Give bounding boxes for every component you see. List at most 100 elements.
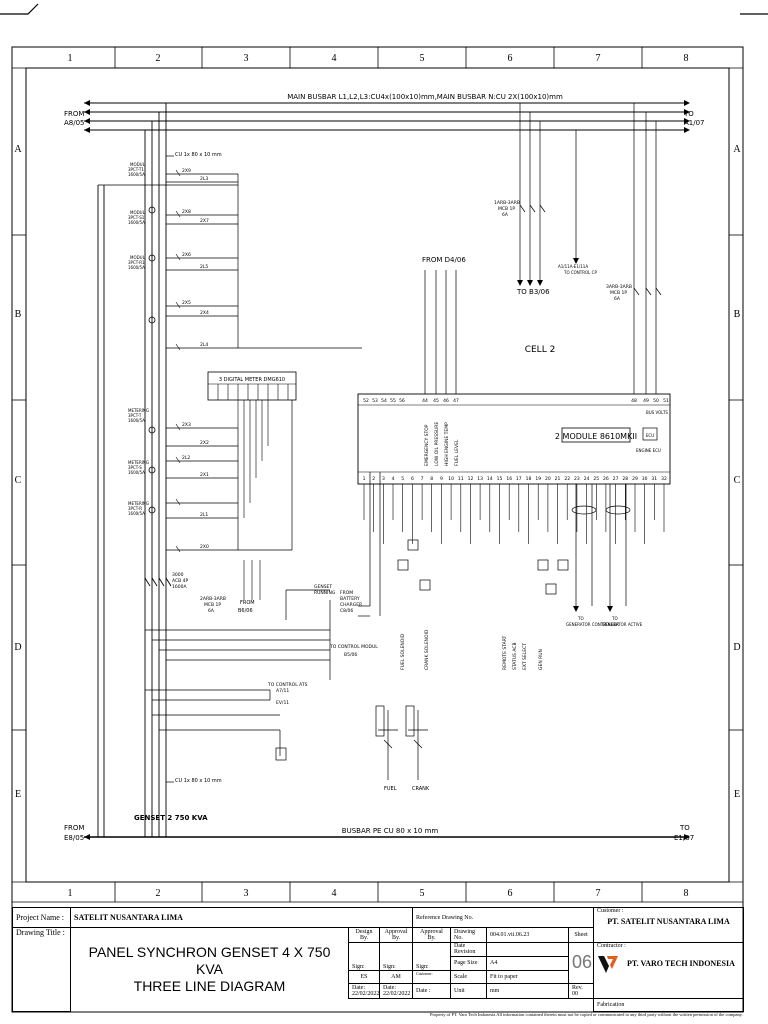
to-bottom-label: TO — [679, 824, 690, 832]
svg-text:1600A: 1600A — [172, 584, 187, 590]
svg-text:B5/06: B5/06 — [344, 652, 357, 658]
svg-text:METERING: METERING — [128, 408, 149, 413]
svg-text:3ARB-3ARB: 3ARB-3ARB — [606, 284, 632, 290]
to-bottom-ref: E1/07 — [674, 834, 694, 842]
title-block: Project Name : SATELIT NUSANTARA LIMA Re… — [12, 906, 744, 1013]
svg-text:2X0: 2X0 — [200, 544, 209, 550]
approval-by-label: Approval By. — [379, 927, 413, 943]
from-top-label: FROM — [64, 110, 84, 118]
from-b6-label: FROM B6/06 — [238, 600, 255, 614]
date-2: Date: 22/02/2022 — [379, 983, 413, 999]
top-mcb-switches — [519, 204, 662, 296]
digital-meter-label: 3 DIGITAL METER DMG610 — [219, 377, 285, 383]
svg-text:2X9: 2X9 — [182, 168, 191, 174]
bottom-terminal-15: 15 — [497, 476, 503, 482]
module-top-feeds — [424, 103, 657, 394]
bottom-terminal-9: 9 — [440, 476, 443, 482]
to-b3-label: TO B3/06 — [516, 288, 550, 296]
svg-text:ACB 4P: ACB 4P — [172, 578, 189, 584]
svg-text:2X6: 2X6 — [182, 252, 191, 258]
top-terminal-46: 46 — [443, 398, 449, 404]
svg-text:FUEL LEVEL: FUEL LEVEL — [454, 439, 460, 466]
svg-text:3PCT-T1: 3PCT-T1 — [128, 167, 144, 172]
svg-text:1600/5A: 1600/5A — [128, 418, 145, 423]
row-label-c-right: C — [734, 475, 741, 486]
relay-boxes — [397, 539, 569, 595]
svg-text:MODUL: MODUL — [130, 210, 146, 215]
svg-text:2X4: 2X4 — [200, 310, 209, 316]
svg-text:RUNNING: RUNNING — [314, 590, 336, 596]
column-label-4-bottom: 4 — [332, 888, 337, 899]
bottom-terminal-16: 16 — [506, 476, 512, 482]
column-label-4: 4 — [332, 53, 337, 64]
grid-rows-left — [12, 234, 743, 731]
mcb-top-label: 1ARB-3ARB MCB 1P 6A — [494, 200, 520, 218]
acb-label: 3000 ACB 4P 1600A — [172, 572, 189, 590]
svg-text:EXT SELECT: EXT SELECT — [522, 643, 528, 670]
date-3: Date : — [412, 983, 451, 999]
bottom-terminal-12: 12 — [468, 476, 474, 482]
svg-text:MCB 1P: MCB 1P — [204, 602, 221, 608]
mcb-left-outputs — [145, 589, 331, 756]
svg-text:CRANK SOLENOID: CRANK SOLENOID — [424, 629, 430, 670]
cell-label: CELL 2 — [525, 345, 556, 355]
mcb-right-label: 3ARB-3ARB MCB 1P 6A — [606, 284, 632, 302]
svg-text:TO CONTROL ATS: TO CONTROL ATS — [267, 682, 308, 688]
svg-text:6A: 6A — [614, 296, 621, 302]
top-terminal-53: 53 — [372, 398, 378, 404]
sheet-label: Sheet — [568, 927, 594, 943]
input-labels: FUEL SOLENOID CRANK SOLENOID EMERGENCY S… — [400, 422, 544, 670]
reference-label: Reference Drawing No. — [412, 906, 594, 928]
column-label-6: 6 — [508, 53, 513, 64]
main-busbar-lines — [84, 102, 684, 131]
svg-text:MODUL: MODUL — [130, 255, 146, 260]
date-revision-label: Date Revision — [450, 941, 487, 958]
svg-text:LOW OIL PRESSURE: LOW OIL PRESSURE — [434, 422, 440, 466]
sign-1: Sign: — [348, 941, 380, 971]
bottom-terminal-2: 2 — [372, 476, 375, 482]
row-label-a: A — [14, 144, 22, 155]
crank-label: CRANK — [412, 786, 430, 792]
svg-text:EV/11: EV/11 — [276, 700, 289, 706]
svg-text:BATTERY: BATTERY — [340, 596, 360, 602]
project-name-label: Project Name : — [12, 906, 71, 929]
column-label-8-bottom: 8 — [684, 888, 689, 899]
svg-text:HIGH ENGINE TEMP: HIGH ENGINE TEMP — [444, 422, 450, 466]
svg-text:1600/5A: 1600/5A — [128, 265, 145, 270]
top-terminal-52: 52 — [363, 398, 369, 404]
svg-text:METERING: METERING — [128, 460, 149, 465]
svg-text:2L2: 2L2 — [182, 455, 190, 461]
svg-text:2ARB-3ARB: 2ARB-3ARB — [200, 596, 226, 602]
svg-text:C8/06: C8/06 — [340, 608, 353, 614]
svg-text:METERING: METERING — [128, 501, 149, 506]
bottom-terminal-11: 11 — [458, 476, 464, 482]
corner-mark-left — [0, 3, 39, 15]
bottom-terminal-25: 25 — [593, 476, 599, 482]
scale-label: Scale — [450, 969, 487, 985]
svg-text:2X7: 2X7 — [200, 218, 209, 224]
ecu-sub-label: ENGINE ECU — [636, 448, 661, 453]
bottom-terminal-23: 23 — [574, 476, 580, 482]
gen-output-ovals — [571, 484, 631, 606]
unit: mm — [486, 983, 569, 999]
to-top-label: TO — [683, 110, 694, 118]
svg-text:FROM: FROM — [240, 600, 255, 606]
svg-text:2X3: 2X3 — [182, 422, 191, 428]
wire-markers — [175, 169, 181, 553]
to-control-ats-label: TO CONTROL ATS A7/11 EV/11 — [267, 682, 308, 706]
svg-text:GENERATOR CONTROLLER: GENERATOR CONTROLLER — [566, 622, 619, 627]
row-label-b-right: B — [734, 309, 741, 320]
svg-text:REMOTE START: REMOTE START — [502, 635, 508, 670]
bottom-terminal-29: 29 — [632, 476, 638, 482]
cu-bottom-label: CU 1x 80 x 10 mm — [175, 778, 222, 784]
svg-text:B6/06: B6/06 — [238, 608, 253, 614]
svg-text:FUEL SOLENOID: FUEL SOLENOID — [400, 633, 406, 670]
svg-text:MODUL: MODUL — [130, 162, 146, 167]
svg-text:1600/5A: 1600/5A — [128, 470, 145, 475]
mcb-left-label: 2ARB-3ARB MCB 1P 6A — [200, 596, 226, 614]
bottom-terminal-24: 24 — [584, 476, 590, 482]
drawing-title-line-2: THREE LINE DIAGRAM — [133, 978, 286, 995]
bottom-terminal-14: 14 — [487, 476, 493, 482]
gen-output-labels: TO GENERATOR CONTROLLER TO GENERATOR ACT… — [566, 616, 643, 627]
